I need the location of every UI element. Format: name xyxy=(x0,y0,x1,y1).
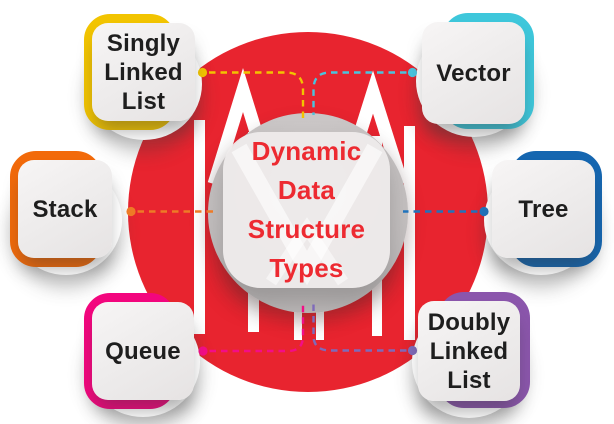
node-label-line: Stack xyxy=(32,195,98,223)
node-doubly-linked-list: Doubly Linked List xyxy=(412,292,532,420)
connector-stack xyxy=(126,206,213,217)
node-card-singly-linked-list: Singly Linked List xyxy=(92,23,195,121)
node-card-tree: Tree xyxy=(492,160,595,258)
node-tree: Tree xyxy=(484,151,604,277)
connector-tree xyxy=(403,206,489,217)
connector-singly-linked-list xyxy=(197,67,305,118)
connector-doubly-linked-list xyxy=(312,303,418,356)
center-title-card: Dynamic Data Structure Types xyxy=(223,132,390,288)
center-title-line: Data xyxy=(277,175,336,205)
connector-dot-tree xyxy=(479,206,489,217)
connector-vector xyxy=(312,67,418,115)
center-title-line: Types xyxy=(269,253,344,283)
center-title: Dynamic Data Structure Types xyxy=(248,132,365,288)
node-vector: Vector xyxy=(416,13,534,139)
node-label-line: Linked xyxy=(104,58,183,86)
node-label-line: List xyxy=(121,87,166,115)
node-label-line: Tree xyxy=(518,195,569,223)
node-card-queue: Queue xyxy=(92,302,194,400)
node-card-vector: Vector xyxy=(422,22,525,124)
node-label-line: Singly xyxy=(106,29,181,57)
center-title-line: Dynamic xyxy=(251,136,362,166)
node-label-line: List xyxy=(447,366,491,394)
node-queue: Queue xyxy=(84,293,200,419)
connector-dot-stack xyxy=(126,206,136,217)
connector-dot-singly-linked-list xyxy=(197,67,208,78)
connector-dot-vector xyxy=(407,67,418,78)
node-label-line: Vector xyxy=(436,59,511,87)
node-stack: Stack xyxy=(10,151,122,277)
chevron-watermark-icon xyxy=(231,143,383,286)
center-title-line: Structure xyxy=(247,214,366,244)
connector-dot-doubly-linked-list xyxy=(407,345,418,356)
node-label-line: Queue xyxy=(105,337,181,365)
node-label-line: Linked xyxy=(429,337,509,365)
node-singly-linked-list: Singly Linked List xyxy=(84,14,204,140)
node-card-doubly-linked-list: Doubly Linked List xyxy=(418,301,520,401)
connector-queue xyxy=(198,303,305,356)
node-label-line: Doubly xyxy=(427,308,511,336)
node-card-stack: Stack xyxy=(18,160,112,258)
connector-dot-queue xyxy=(198,346,208,356)
